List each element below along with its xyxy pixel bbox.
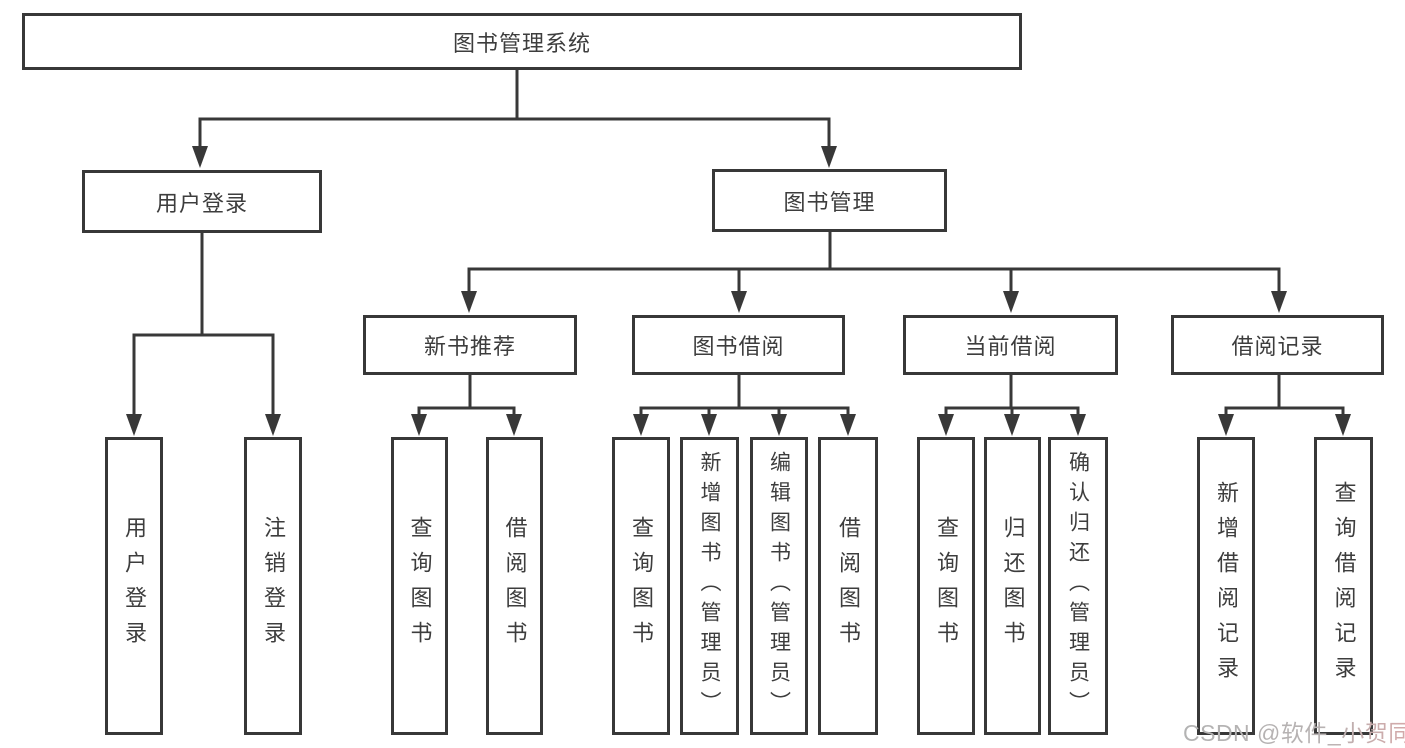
leaf-records-query-record-label: 查询借阅记录 [1331,481,1357,691]
leaf-borrow-edit-books-admin: 编辑图书（管理员） [750,437,808,735]
node-borrow-records-label: 借阅记录 [1231,334,1324,359]
node-book-borrow-label: 图书借阅 [692,334,785,359]
node-book-management: 图书管理 [712,169,947,232]
leaf-logout: 注销登录 [244,437,302,735]
node-root: 图书管理系统 [22,13,1022,70]
node-current-borrow: 当前借阅 [903,315,1118,375]
node-root-label: 图书管理系统 [452,30,591,56]
leaf-borrow-query-books-label: 查询图书 [629,516,654,656]
edge-current [944,375,1080,420]
leaf-borrow-borrow-books-label: 借阅图书 [836,516,861,656]
leaf-borrow-edit-books-admin-label: 编辑图书（管理员） [767,451,791,721]
edge-borrow [639,375,850,420]
node-user-login: 用户登录 [82,170,322,233]
node-new-book-recommend: 新书推荐 [363,315,577,375]
edge-recommend [417,375,516,420]
leaf-borrow-add-books-admin-label: 新增图书（管理员） [698,451,721,721]
leaf-records-query-record: 查询借阅记录 [1314,437,1373,735]
leaf-borrow-borrow-books: 借阅图书 [818,437,878,735]
leaf-user-login-label: 用户登录 [122,516,147,656]
leaf-current-query-books-label: 查询图书 [934,516,959,656]
arrowheads [126,146,1351,436]
leaf-recommend-query-books-label: 查询图书 [407,516,433,656]
leaf-recommend-borrow-books-label: 借阅图书 [502,516,528,656]
leaf-recommend-borrow-books: 借阅图书 [486,437,543,735]
leaf-current-confirm-return-admin: 确认归还（管理员） [1048,437,1108,735]
node-current-borrow-label: 当前借阅 [964,334,1057,359]
leaf-user-login: 用户登录 [105,437,163,735]
leaf-borrow-add-books-admin: 新增图书（管理员） [680,437,739,735]
node-borrow-records: 借阅记录 [1171,315,1384,375]
leaf-current-confirm-return-admin-label: 确认归还（管理员） [1066,451,1090,721]
leaf-recommend-query-books: 查询图书 [391,437,448,735]
leaf-current-query-books: 查询图书 [917,437,975,735]
edge-records [1224,375,1345,420]
leaf-current-return-books: 归还图书 [984,437,1041,735]
node-book-management-label: 图书管理 [783,189,876,215]
leaf-borrow-query-books: 查询图书 [612,437,670,735]
edge-mgmt [467,232,1281,296]
leaf-current-return-books-label: 归还图书 [1000,516,1026,656]
leaf-logout-label: 注销登录 [261,516,286,656]
edge-login [132,233,275,420]
node-book-borrow: 图书借阅 [632,315,845,375]
node-new-book-recommend-label: 新书推荐 [423,334,516,359]
csdn-watermark: CSDN @软件_小贺同学 [1183,714,1405,748]
leaf-records-add-record-label: 新增借阅记录 [1214,481,1239,691]
node-user-login-label: 用户登录 [155,190,248,216]
edge-root [198,70,831,152]
leaf-records-add-record: 新增借阅记录 [1197,437,1255,735]
